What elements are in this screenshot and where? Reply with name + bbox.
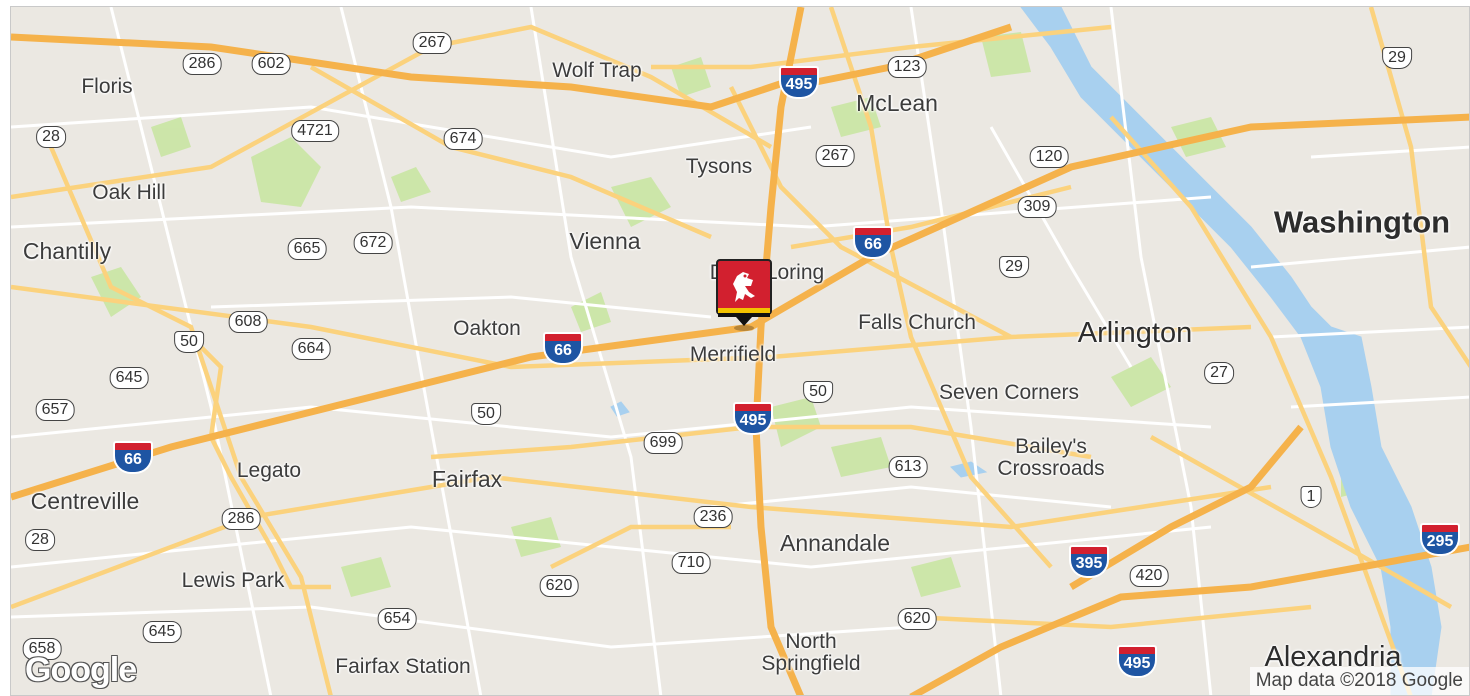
route-shield-620: 620 xyxy=(539,575,579,597)
route-shield-664: 664 xyxy=(291,338,331,360)
route-shield-645: 645 xyxy=(109,367,149,389)
place-wolf-trap: Wolf Trap xyxy=(552,58,642,82)
route-shield-665: 665 xyxy=(287,238,327,260)
place-falls-church: Falls Church xyxy=(858,310,976,334)
route-shield-613: 613 xyxy=(888,456,928,478)
route-shield-120: 120 xyxy=(1029,146,1069,168)
place-north-springfield: North Springfield xyxy=(761,629,861,675)
arterial-roads xyxy=(11,7,1469,695)
route-shield-620-b: 620 xyxy=(897,608,937,630)
route-shield-710: 710 xyxy=(671,552,711,574)
route-shield-267-b: 267 xyxy=(815,145,855,167)
place-washington: Washington xyxy=(1273,204,1451,240)
place-legato: Legato xyxy=(236,458,302,482)
heraldic-lion-icon xyxy=(733,272,755,302)
place-oakton: Oakton xyxy=(453,316,521,340)
interstate-shield-66: 66 xyxy=(853,226,893,260)
place-tysons: Tysons xyxy=(685,154,753,178)
place-vienna: Vienna xyxy=(569,227,641,254)
location-marker-pin[interactable] xyxy=(715,258,773,332)
place-merrifield: Merrifield xyxy=(689,342,777,366)
place-fairfax-station: Fairfax Station xyxy=(335,654,471,678)
place-floris: Floris xyxy=(81,74,133,98)
route-shield-267: 267 xyxy=(412,32,452,54)
interstate-shield-66-c: 66 xyxy=(113,441,153,475)
interstate-shield-495-b: 495 xyxy=(733,402,773,436)
place-arlington: Arlington xyxy=(1077,316,1193,349)
map-view[interactable]: Floris Wolf Trap McLean Tysons Oak Hill … xyxy=(10,6,1470,696)
route-shield-658: 658 xyxy=(22,638,62,660)
place-lewis-park: Lewis Park xyxy=(181,568,285,592)
interstate-shield-495-c: 495 xyxy=(1117,645,1157,679)
interstate-shield-295: 295 xyxy=(1420,523,1460,557)
place-fairfax: Fairfax xyxy=(431,465,503,492)
route-shield-608: 608 xyxy=(228,311,268,333)
interstate-shield-495: 495 xyxy=(779,66,819,100)
place-seven-corners: Seven Corners xyxy=(938,380,1080,404)
place-centreville: Centreville xyxy=(30,487,140,514)
place-annandale: Annandale xyxy=(780,529,890,556)
us-route-shield-29: 29 xyxy=(1382,47,1412,69)
us-route-shield-1: 1 xyxy=(1300,486,1322,508)
place-oak-hill: Oak Hill xyxy=(92,180,166,204)
interstate-shield-395: 395 xyxy=(1069,545,1109,579)
route-shield-286: 286 xyxy=(182,53,222,75)
route-shield-309: 309 xyxy=(1017,196,1057,218)
route-shield-27: 27 xyxy=(1204,362,1234,384)
us-route-shield-50-c: 50 xyxy=(471,403,501,425)
place-chantilly: Chantilly xyxy=(22,237,112,264)
route-shield-4721: 4721 xyxy=(291,120,339,142)
route-shield-28: 28 xyxy=(36,126,66,148)
us-route-shield-50-b: 50 xyxy=(803,381,833,403)
route-shield-654: 654 xyxy=(377,608,417,630)
route-shield-236: 236 xyxy=(693,506,733,528)
us-route-shield-50: 50 xyxy=(174,331,204,353)
route-shield-286-b: 286 xyxy=(221,508,261,530)
google-logo: Google xyxy=(25,651,137,689)
route-shield-674: 674 xyxy=(443,128,483,150)
route-shield-657: 657 xyxy=(35,399,75,421)
route-shield-645-b: 645 xyxy=(142,621,182,643)
route-shield-420: 420 xyxy=(1129,565,1169,587)
interstate-shield-66-b: 66 xyxy=(543,332,583,366)
place-baileys-crossroads: Bailey's Crossroads xyxy=(997,434,1105,480)
route-shield-602: 602 xyxy=(251,53,291,75)
map-attribution[interactable]: Map data ©2018 Google xyxy=(1249,667,1469,695)
us-route-shield-29-b: 29 xyxy=(999,256,1029,278)
map-canvas[interactable] xyxy=(11,7,1470,696)
route-shield-123: 123 xyxy=(887,56,927,78)
route-shield-28-b: 28 xyxy=(25,529,55,551)
place-mclean: McLean xyxy=(856,89,938,116)
route-shield-699: 699 xyxy=(643,432,683,454)
route-shield-672: 672 xyxy=(353,232,393,254)
